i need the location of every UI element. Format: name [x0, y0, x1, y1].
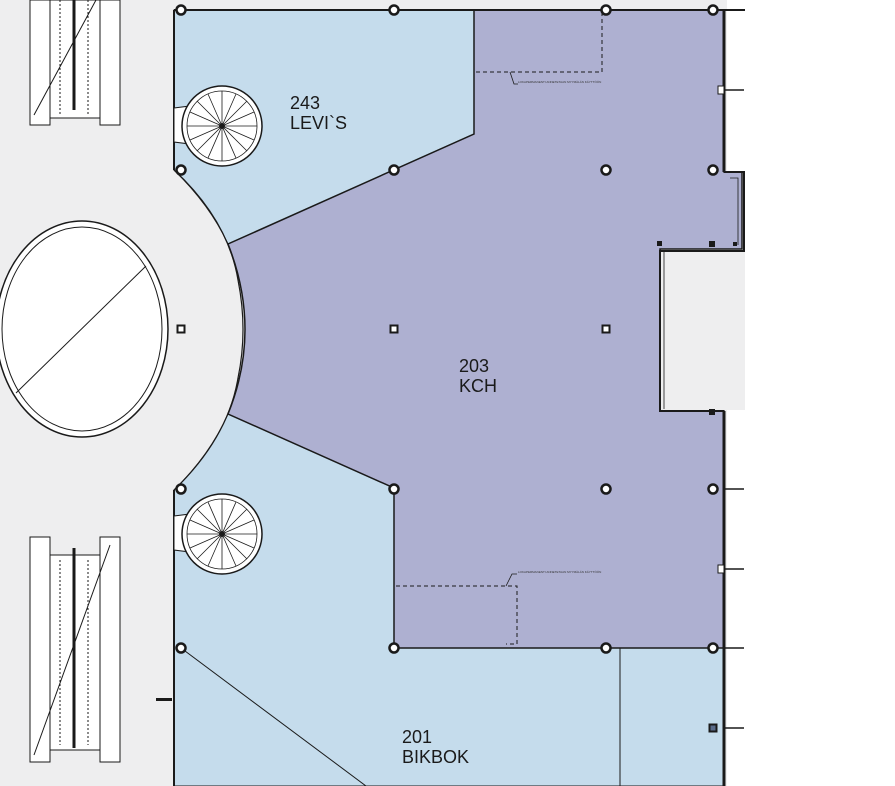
- note-leader-bottom: [505, 573, 517, 587]
- exterior-right-top: [727, 0, 745, 172]
- storage-outline-bottom: [396, 585, 518, 645]
- unit-203-number: 203: [459, 356, 490, 376]
- atrium-void: [0, 220, 169, 438]
- spiral-stair-bottom: [173, 493, 263, 575]
- unit-201-number: 201: [402, 727, 433, 747]
- right-bay-wall: [659, 171, 745, 412]
- right-bay-inner-wall: [663, 177, 739, 409]
- storage-note-top: LOKAPERMANENTI ANNETETAAN MYYMÄLÄN KÄYTT…: [518, 80, 602, 84]
- exterior-wall-ticks: [724, 9, 744, 729]
- unit-243-number: 243: [290, 93, 321, 113]
- escalator-bottom: [29, 536, 121, 763]
- unit-203-tenant: KCH: [459, 376, 498, 396]
- unit-201-label: 201 BIKBOK: [402, 727, 469, 767]
- storage-outline-top: [476, 12, 603, 73]
- storage-note-bottom: LOKAPERMANENTI ANNETETAAN MYYMÄLÄN KÄYTT…: [518, 570, 602, 574]
- unit-243-label: 243 LEVI`S: [290, 93, 347, 133]
- unit-203-label: 203 KCH: [459, 356, 497, 396]
- columns-square: [176, 324, 718, 733]
- curved-storefront: [173, 169, 244, 491]
- exterior-right: [745, 0, 895, 786]
- unit-201-tenant: BIKBOK: [402, 747, 470, 767]
- exterior-right-bottom: [727, 410, 745, 786]
- spiral-stair-top: [173, 85, 263, 167]
- note-leader-top: [509, 71, 518, 85]
- wall-posts: [156, 85, 737, 701]
- columns-round: [175, 4, 719, 654]
- unit-243-tenant: LEVI`S: [290, 113, 348, 133]
- escalator-top: [29, 0, 121, 126]
- unit-201-diagonal: [180, 647, 367, 786]
